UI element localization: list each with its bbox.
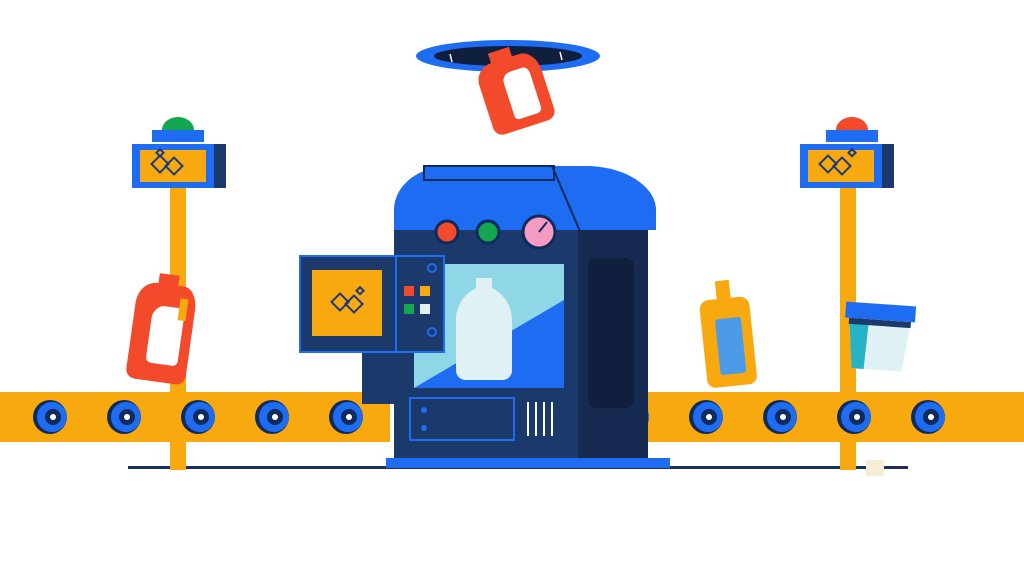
roller — [329, 400, 363, 434]
roller — [689, 400, 723, 434]
small-box — [866, 460, 884, 476]
roller — [107, 400, 141, 434]
detergent-bottle — [126, 273, 196, 385]
roller — [181, 400, 215, 434]
green-button — [475, 219, 501, 245]
red-button — [434, 219, 460, 245]
roller — [911, 400, 945, 434]
roller — [255, 400, 289, 434]
roller — [837, 400, 871, 434]
bottle-in-machine — [456, 278, 512, 380]
roller — [33, 400, 67, 434]
control-panel — [299, 255, 445, 404]
falling-detergent-bottle — [478, 46, 555, 135]
red-lamp — [836, 117, 868, 130]
green-lamp — [162, 117, 194, 130]
roller — [763, 400, 797, 434]
bleach-bottle — [699, 279, 757, 388]
cleaning-tub — [845, 301, 917, 372]
